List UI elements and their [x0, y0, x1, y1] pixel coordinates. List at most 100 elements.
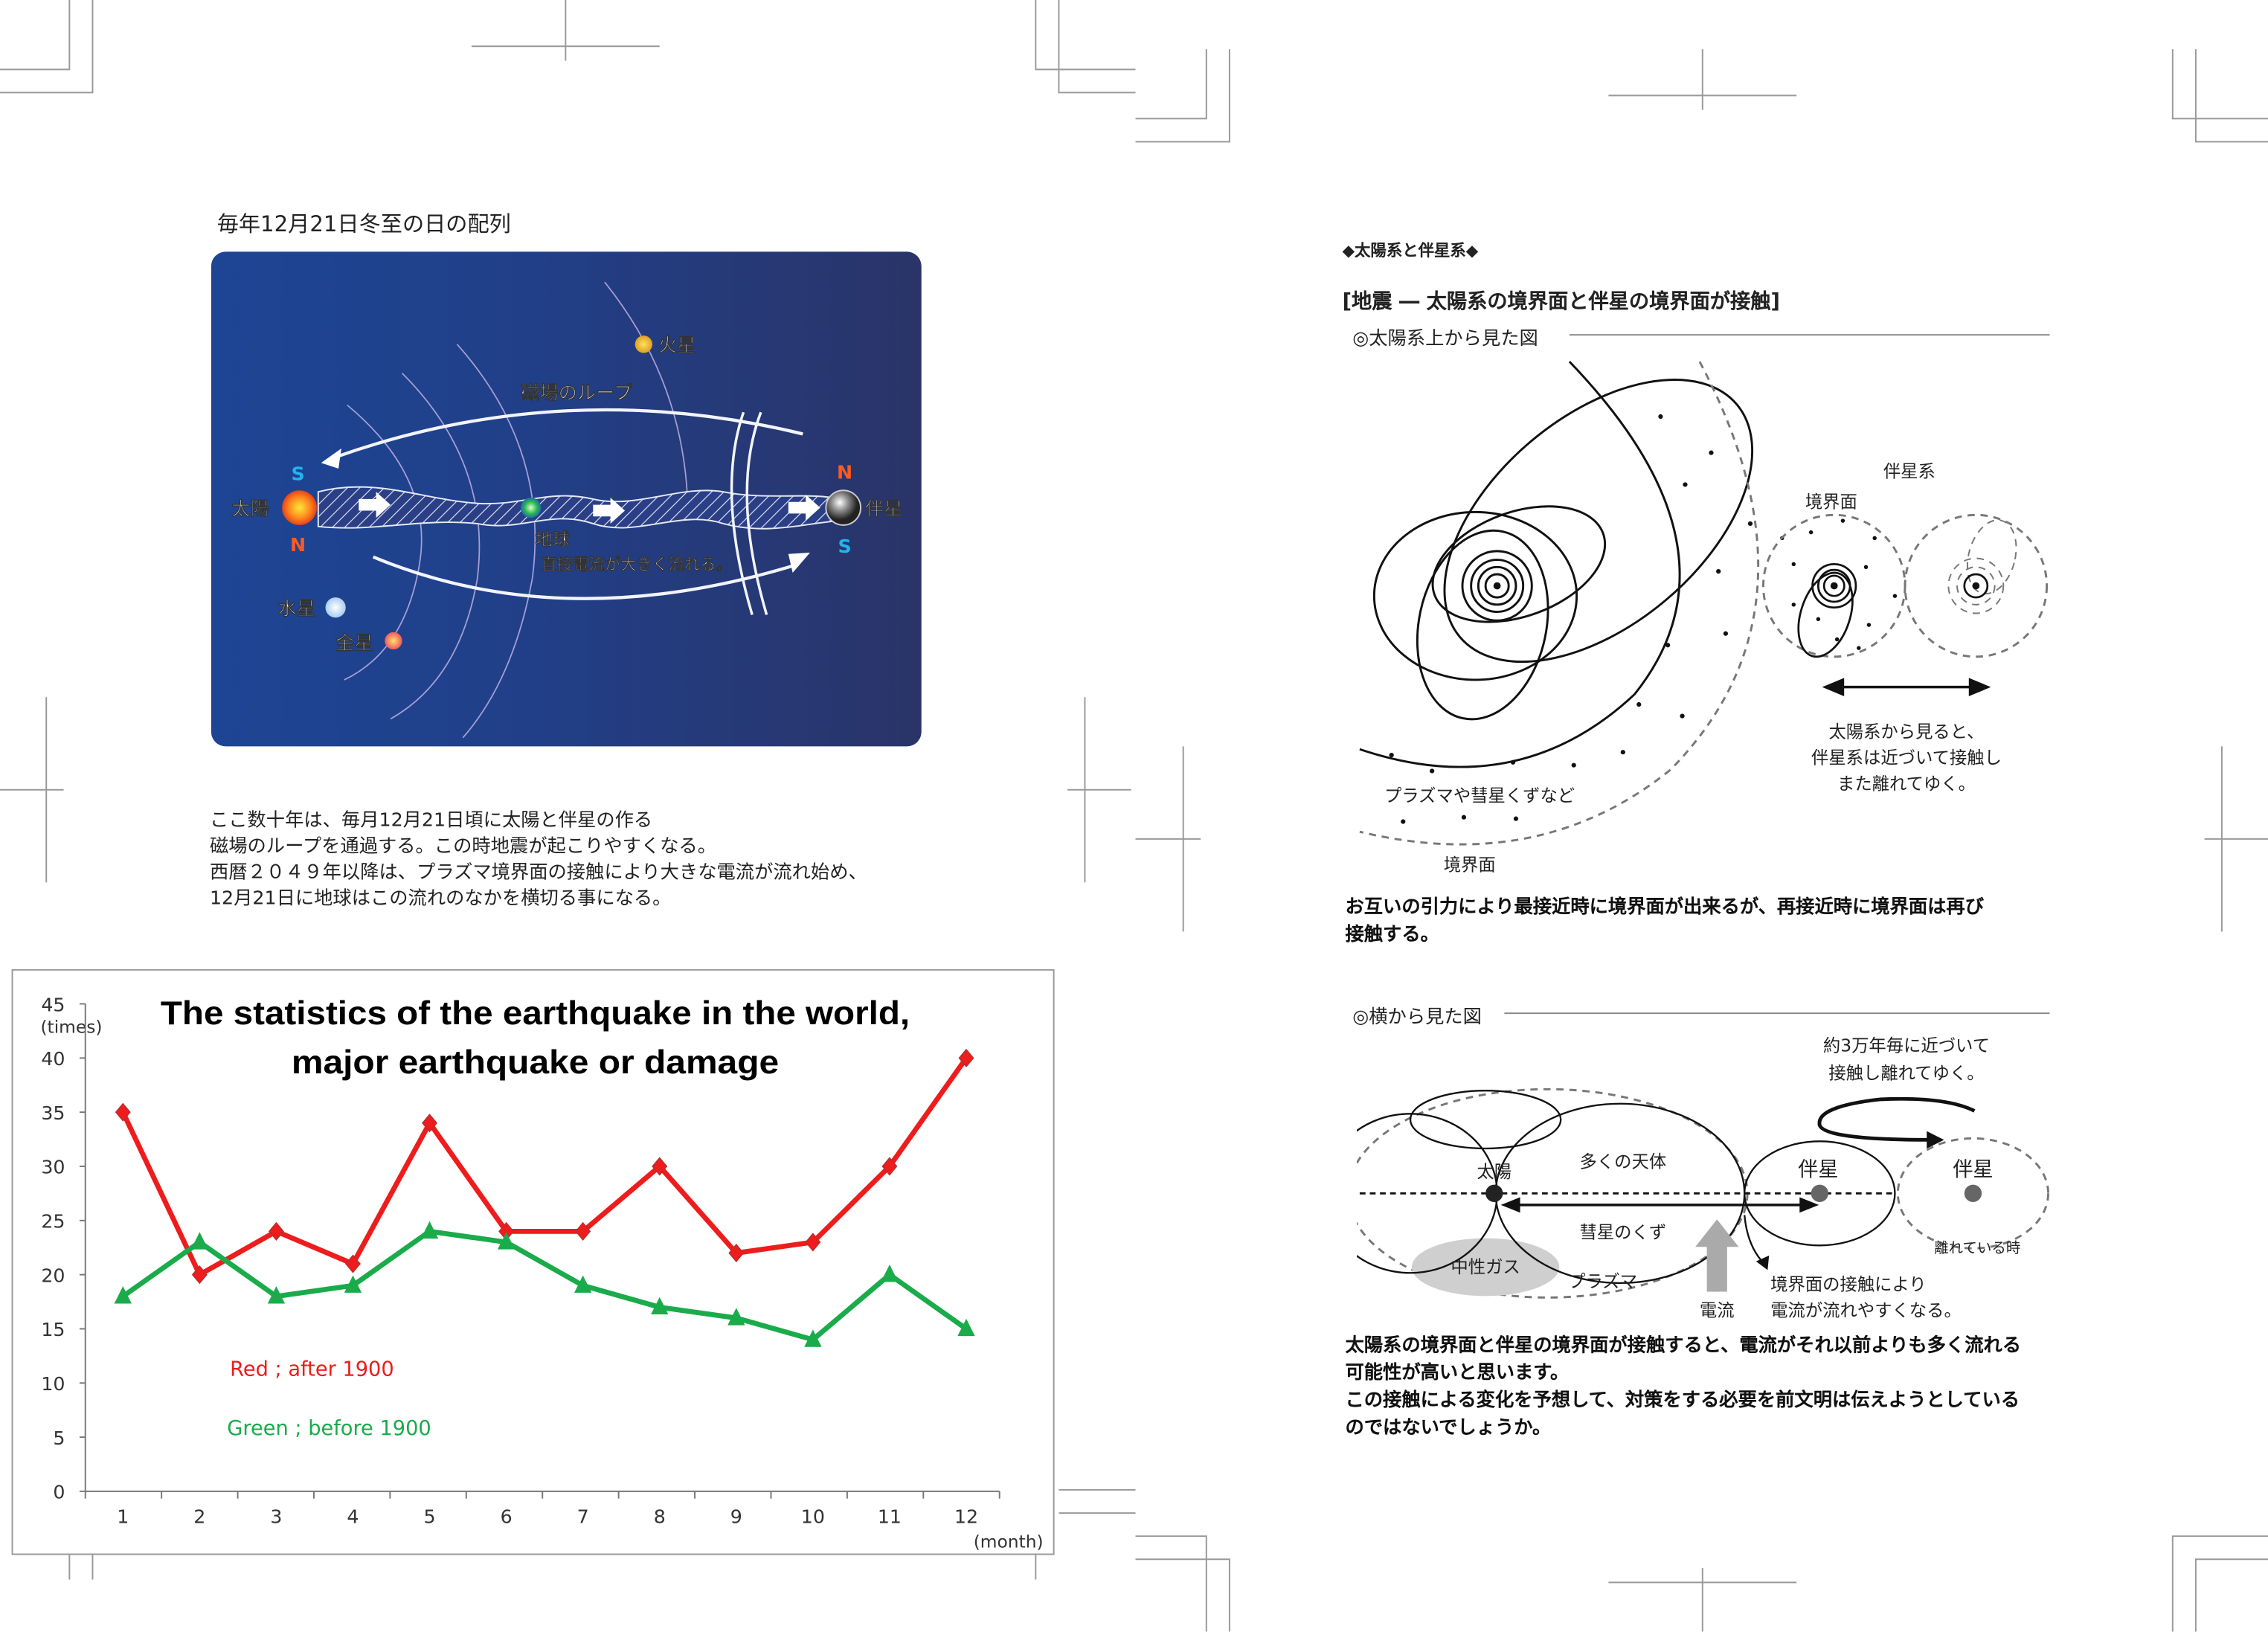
current-arrow	[1695, 1219, 1739, 1292]
x-tick-label: 8	[654, 1506, 666, 1528]
x-tick-label: 12	[954, 1506, 978, 1528]
x-tick-label: 3	[270, 1506, 282, 1528]
y-tick-label: 30	[41, 1157, 65, 1178]
y-axis-label: (times)	[40, 1016, 102, 1037]
solar-boundary-label: 境界面	[1444, 855, 1496, 876]
companion-label: 伴星	[864, 498, 903, 519]
contact-note-2: 電流が流れやすくなる。	[1770, 1300, 1962, 1321]
data-point-green	[497, 1232, 515, 1250]
many-bodies-label: 多くの天体	[1580, 1151, 1667, 1172]
companion-star-icon	[825, 489, 862, 526]
chart-title-line-1: The statistics of the earthquake in the …	[161, 995, 910, 1032]
mars-icon	[635, 335, 653, 353]
data-point-green	[574, 1275, 592, 1293]
y-tick-label: 35	[41, 1102, 65, 1124]
paragraph-line: 太陽系の境界面と伴星の境界面が接触すると、電流がそれ以前よりも多く流れる	[1345, 1334, 2022, 1358]
magnetic-loop-lower	[372, 555, 800, 600]
earth-icon	[521, 497, 542, 518]
right-paragraph-1: お互いの引力により最接近時に境界面が出来るが、再接近時に境界面は再び 接触する。	[1345, 894, 1984, 949]
earth-label: 地球	[536, 529, 571, 550]
section-title: ◆太陽系と伴星系◆	[1342, 241, 1479, 261]
companion-system-label: 伴星系	[1883, 461, 1935, 482]
data-point-red	[805, 1233, 821, 1252]
sun-pole-top: S	[291, 463, 304, 485]
mars-label: 火星	[658, 335, 696, 356]
x-tick-label: 9	[730, 1506, 742, 1528]
data-point-red	[652, 1157, 668, 1176]
section-heading: [地震 ― 太陽系の境界面と伴星の境界面が接触]	[1342, 290, 1780, 314]
legend-green: Green ; before 1900	[227, 1417, 431, 1440]
solar-boundary	[1359, 361, 1760, 846]
x-tick-label: 5	[424, 1506, 436, 1528]
sun-label: 太陽	[231, 498, 269, 519]
approach-note-3: また離れてゆく。	[1837, 774, 1976, 794]
x-tick-label: 11	[878, 1506, 902, 1528]
companion-boundary-label: 境界面	[1805, 492, 1857, 513]
paragraph-line: 12月21日に地球はこの流れのなかを横切る事になる。	[209, 887, 672, 910]
x-tick-label: 1	[117, 1506, 129, 1528]
data-point-red	[958, 1048, 974, 1067]
plasma-note: プラズマや彗星くずなど	[1384, 785, 1575, 806]
y-tick-label: 15	[41, 1319, 65, 1340]
data-point-green	[190, 1232, 209, 1250]
cycle-note-2: 接触し離れてゆく。	[1828, 1063, 1984, 1084]
data-point-red	[268, 1221, 284, 1241]
comet-debris-label: 彗星のくず	[1580, 1222, 1667, 1243]
double-arrow	[1822, 678, 1991, 697]
divider	[1569, 334, 2050, 336]
left-paragraph: ここ数十年は、毎月12月21日頃に太陽と伴星の作る 磁場のループを通過する。この…	[210, 809, 867, 913]
data-point-red	[345, 1254, 361, 1273]
figure-title: 毎年12月21日冬至の日の配列	[216, 211, 511, 237]
companion-far-dot	[1964, 1184, 1982, 1202]
sun-pole-bottom: N	[290, 534, 306, 556]
data-point-green	[881, 1265, 899, 1282]
divider	[1504, 1012, 2050, 1015]
x-tick-label: 4	[347, 1506, 359, 1528]
earthquake-chart: The statistics of the earthquake in the …	[11, 968, 1055, 1555]
companion-pole-bottom: S	[838, 536, 852, 557]
data-point-green	[344, 1275, 362, 1293]
data-point-red	[575, 1221, 591, 1241]
paragraph-line: 磁場のループを通過する。この時地震が起こりやすくなる。	[209, 835, 717, 858]
data-point-red	[115, 1102, 131, 1122]
y-tick-label: 5	[53, 1427, 65, 1449]
top-view-label: ◎太陽系上から見た図	[1352, 328, 1538, 350]
paragraph-line: 可能性が高いと思います。	[1345, 1362, 1570, 1384]
data-point-green	[804, 1329, 822, 1347]
y-tick-label: 45	[41, 994, 65, 1015]
y-tick-label: 40	[41, 1048, 65, 1070]
approach-note-2: 伴星系は近づいて接触し	[1811, 748, 2002, 768]
cycle-note-1: 約3万年毎に近づいて	[1823, 1035, 1990, 1056]
data-point-green	[267, 1286, 286, 1304]
sun-label: 太陽	[1477, 1161, 1512, 1182]
current-label: 電流	[1700, 1300, 1735, 1321]
series-line-red	[121, 1056, 968, 1278]
distance-arrow	[1500, 1197, 1819, 1213]
venus-label: 金星	[335, 632, 373, 654]
venus-icon	[385, 632, 402, 650]
data-point-red	[728, 1243, 745, 1263]
x-tick-label: 6	[501, 1506, 513, 1528]
orbit-cycle-arrow	[1817, 1096, 1976, 1142]
sun-icon	[282, 490, 317, 525]
mercury-icon	[325, 597, 346, 618]
companion-pole-top: N	[837, 462, 852, 484]
chart-title-line-2: major earthquake or damage	[292, 1044, 779, 1081]
chart-svg: The statistics of the earthquake in the …	[40, 994, 1043, 1552]
sun-dot	[1493, 582, 1501, 590]
alignment-diagram: 太陽 伴星 地球 火星 水星 金星 磁場のループ 直接電流が大きく流れる。 S …	[231, 281, 903, 739]
data-point-red	[191, 1265, 208, 1285]
side-view-label: ◎横から見た図	[1352, 1006, 1482, 1029]
paragraph-line: この接触による変化を予想して、対策をする必要を前文明は伝えようとしている	[1345, 1390, 2020, 1412]
data-point-green	[420, 1221, 439, 1239]
x-tick-label: 7	[577, 1506, 589, 1528]
current-note: 直接電流が大きく流れる。	[541, 555, 731, 574]
paragraph-line: お互いの引力により最接近時に境界面が出来るが、再接近時に境界面は再び	[1345, 896, 1984, 919]
apart-note: 離れている時	[1934, 1239, 2020, 1256]
companion-far-label: 伴星	[1953, 1158, 1993, 1181]
plasma-label: プラズマ	[1568, 1271, 1637, 1292]
